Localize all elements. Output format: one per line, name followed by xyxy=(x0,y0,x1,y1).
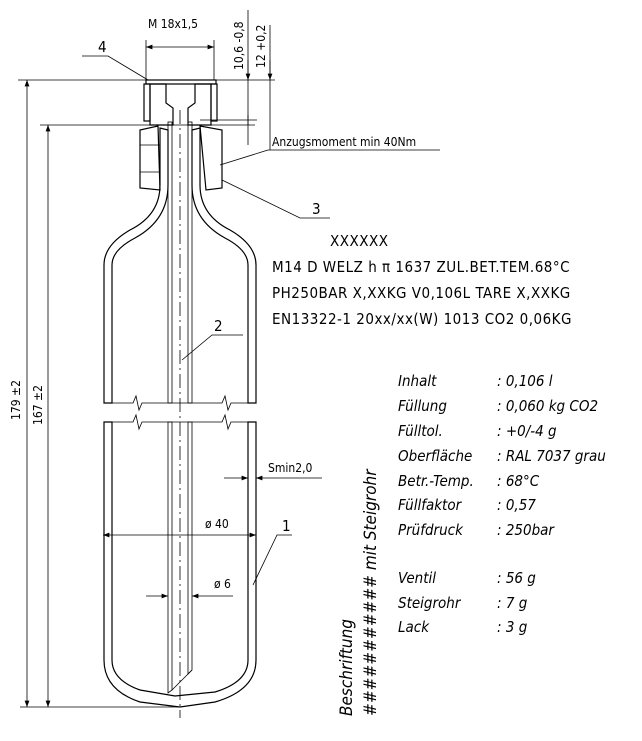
torque-note: Anzugsmoment min 40Nm xyxy=(272,135,416,149)
weight-row: Steigrohr : 7 g xyxy=(398,594,528,612)
row-value: : 56 g xyxy=(497,569,536,587)
thread-dimension: M 18x1,5 xyxy=(148,17,198,31)
row-value: : 7 g xyxy=(497,594,528,612)
cap-height-dimension: 10,6 -0,8 xyxy=(232,21,246,70)
row-value: : 0,060 kg CO2 xyxy=(497,397,598,415)
marking-line: PH250BAR X,XXKG V0,106L TARE X,XXKG xyxy=(272,284,571,302)
part-label-3: 3 xyxy=(312,200,321,218)
spec-table: Inhalt : 0,106 l Füllung : 0,060 kg CO2 Fü… xyxy=(398,372,606,539)
spec-row: Füllung : 0,060 kg CO2 xyxy=(398,397,598,415)
spec-row: Inhalt : 0,106 l xyxy=(398,372,553,390)
beschriftung-label: Beschriftung xyxy=(337,619,357,716)
part-label-2: 2 xyxy=(214,317,223,335)
row-label: Betr.-Temp. xyxy=(398,472,474,490)
row-label: Ventil xyxy=(398,569,436,587)
weight-table: Ventil : 56 g Steigrohr : 7 g Lack : 3 g xyxy=(398,569,536,636)
row-value: : 3 g xyxy=(497,618,528,636)
spec-row: Betr.-Temp. : 68°C xyxy=(398,472,540,490)
marking-line: M14 D WELZ h π 1637 ZUL.BET.TEM.68°C xyxy=(272,258,570,276)
total-length-dimension: 179 ±2 xyxy=(9,380,23,420)
body-length-dimension: 167 ±2 xyxy=(31,385,45,425)
steigrohr-label: ########### mit Steigrohr xyxy=(361,468,381,716)
row-label: Füllfaktor xyxy=(398,496,463,514)
tube-diameter-dimension: ø 6 xyxy=(214,577,231,591)
dimension-lines xyxy=(18,10,440,708)
outer-diameter-dimension: ø 40 xyxy=(205,517,229,531)
vertical-labels: Beschriftung ########### mit Steigrohr xyxy=(337,468,381,716)
row-label: Lack xyxy=(398,618,430,636)
bottle-wall xyxy=(103,127,257,708)
row-value: : RAL 7037 grau xyxy=(497,447,606,465)
weight-row: Lack : 3 g xyxy=(398,618,528,636)
dimension-texts: M 18x1,5 10,6 -0,8 12 +0,2 179 ±2 167 ±2… xyxy=(9,17,416,591)
valve-nut xyxy=(139,125,223,191)
valve-cap xyxy=(143,79,218,126)
row-label: Steigrohr xyxy=(398,594,462,612)
row-label: Inhalt xyxy=(398,372,437,390)
row-label: Füllung xyxy=(398,397,447,415)
row-value: : +0/-4 g xyxy=(497,422,557,440)
row-label: Prüfdruck xyxy=(398,521,464,539)
cylinder-marking: XXXXXX M14 D WELZ h π 1637 ZUL.BET.TEM.6… xyxy=(272,232,572,328)
spec-row: Fülltol. : +0/-4 g xyxy=(398,422,557,440)
spec-row: Oberfläche : RAL 7037 grau xyxy=(398,447,606,465)
dip-tube xyxy=(167,110,193,718)
marking-line: EN13322-1 20xx/xx(W) 1013 CO2 0,06KG xyxy=(272,310,572,328)
row-value: : 0,57 xyxy=(497,496,536,514)
spec-row: Füllfaktor : 0,57 xyxy=(398,496,536,514)
row-label: Oberfläche xyxy=(398,447,472,465)
row-value: : 68°C xyxy=(497,472,540,490)
spec-row: Prüfdruck : 250bar xyxy=(398,521,555,539)
part-label-1: 1 xyxy=(282,517,291,535)
row-label: Fülltol. xyxy=(398,422,443,440)
nut-height-dimension: 12 +0,2 xyxy=(254,25,268,68)
weight-row: Ventil : 56 g xyxy=(398,569,536,587)
row-value: : 250bar xyxy=(497,521,555,539)
marking-line: XXXXXX xyxy=(330,232,388,250)
part-label-4: 4 xyxy=(98,38,107,56)
row-value: : 0,106 l xyxy=(497,372,553,390)
wall-thickness-dimension: Smin2,0 xyxy=(268,461,313,475)
